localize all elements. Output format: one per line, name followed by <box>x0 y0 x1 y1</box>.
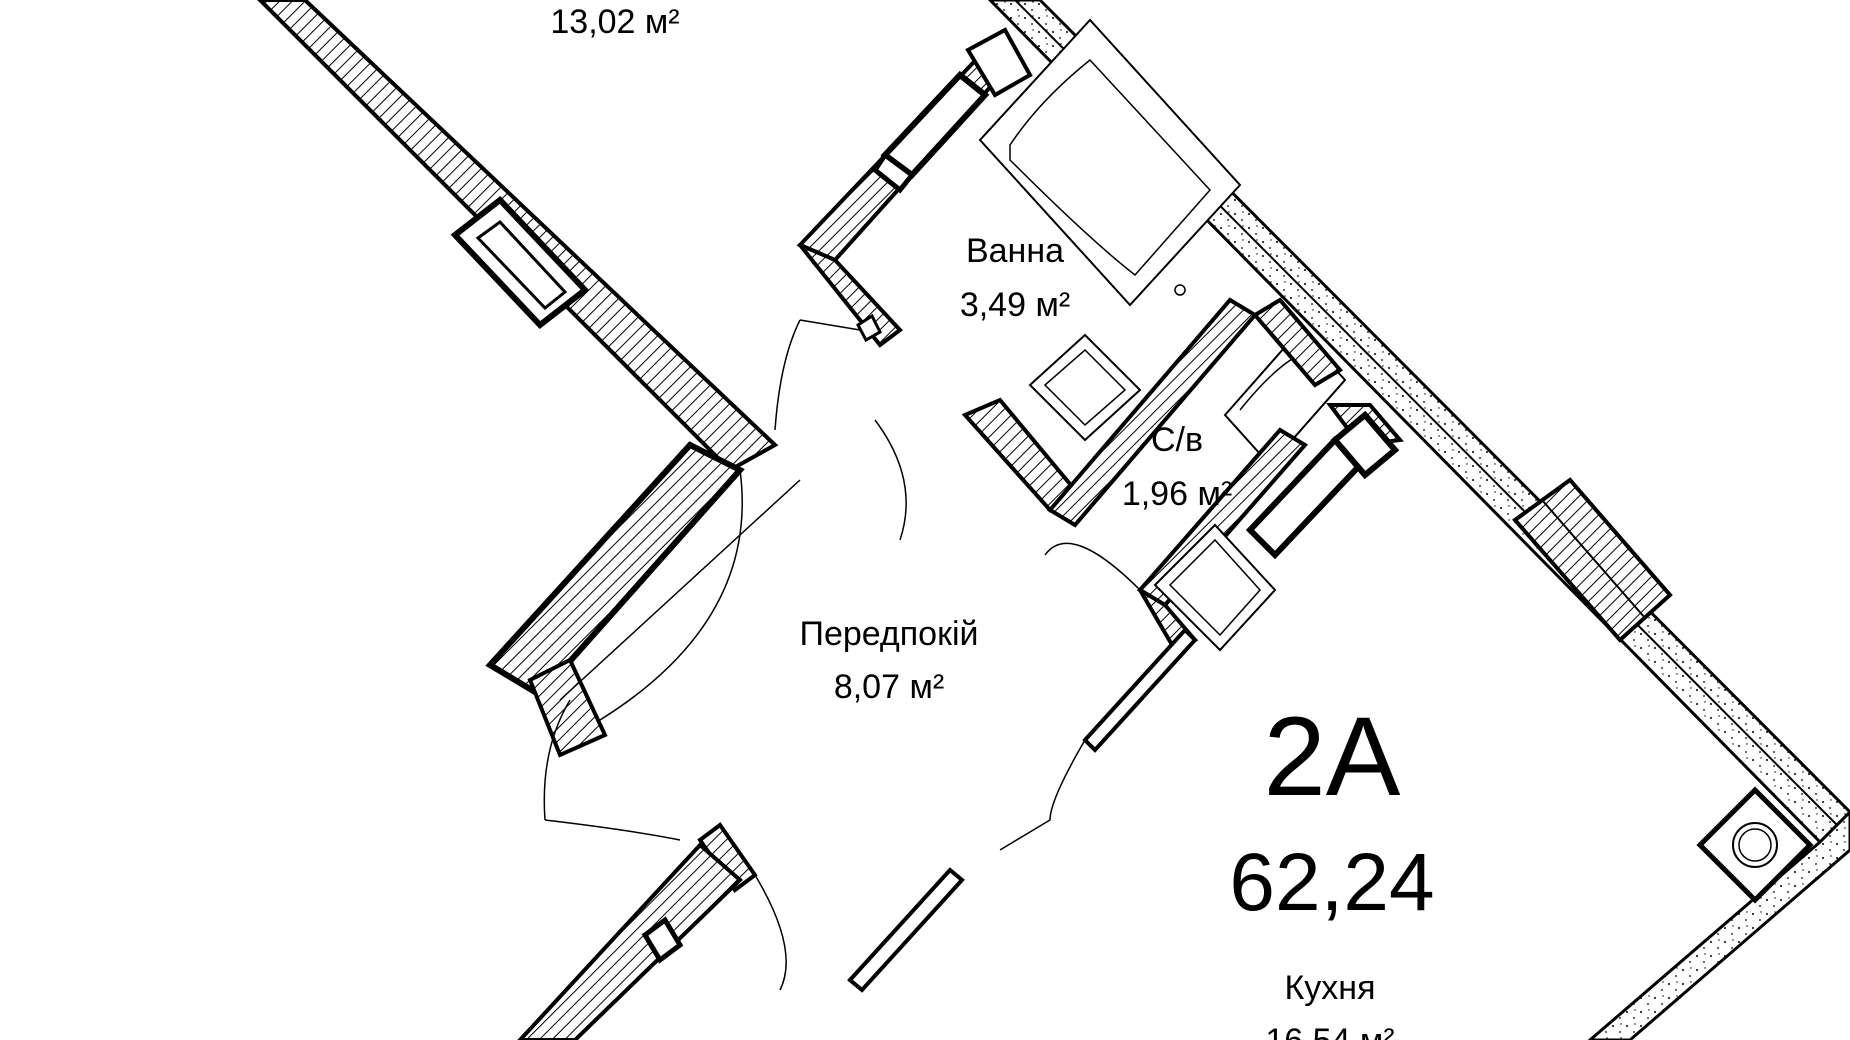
kitchen-window <box>1512 477 1673 643</box>
room-name-kitchen: Кухня <box>1285 969 1376 1007</box>
lower-walls <box>517 699 787 1040</box>
unit-id: 2A <box>1264 694 1401 819</box>
entrance-wall <box>485 441 801 758</box>
unit-total-area: 62,24 <box>1229 837 1434 928</box>
room-name-wc: С/в <box>1151 421 1203 459</box>
bath-door <box>774 313 882 431</box>
room-area-kitchen: 16,54 м² <box>1265 1022 1394 1040</box>
bathtub-icon <box>978 18 1242 307</box>
ventilation-icon <box>1696 786 1814 904</box>
kitchen-partition <box>847 419 1198 993</box>
washing-machine-icon <box>1153 523 1277 652</box>
room-area-hallway: 8,07 м² <box>834 668 944 706</box>
room-area-bedroom: 13,02 м² <box>550 3 679 41</box>
room-area-wc: 1,96 м² <box>1122 475 1232 513</box>
bedroom-wall <box>257 0 779 473</box>
room-name-hallway: Передпокій <box>800 615 979 653</box>
room-name-bath: Ванна <box>966 232 1064 270</box>
room-area-bath: 3,49 м² <box>960 286 1070 324</box>
bathroom-walls <box>796 27 1259 528</box>
bathroom-sink-icon <box>1028 333 1142 442</box>
